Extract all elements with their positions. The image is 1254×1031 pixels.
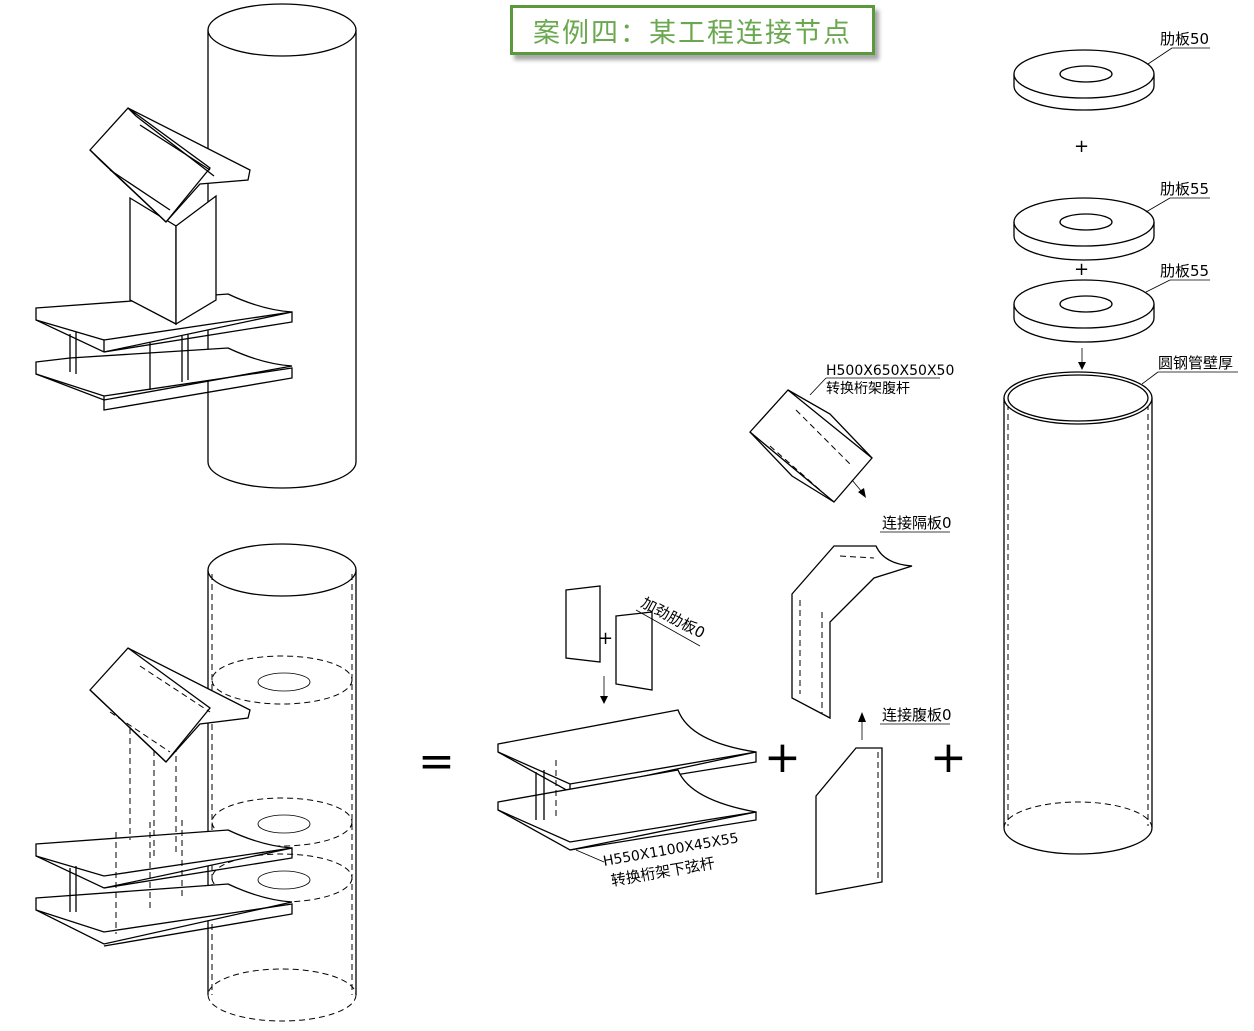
web-lines	[69, 332, 189, 390]
web-lines-2	[69, 866, 77, 912]
tube-top	[1003, 371, 1153, 425]
chord-web	[535, 770, 545, 820]
plus-sign-2: +	[930, 732, 967, 783]
label-rib-1: 肋板50	[1160, 30, 1209, 48]
web-leader	[809, 377, 827, 396]
rib-ring-3	[211, 853, 353, 903]
assembled-node-dashed	[35, 543, 357, 1022]
hidden-webs	[115, 820, 183, 934]
web-member-hidden	[769, 409, 851, 491]
upper-flange	[35, 293, 293, 353]
diagonal-web-member-2	[89, 647, 251, 763]
lower-flange-2	[35, 883, 293, 945]
web-plate-body	[815, 747, 883, 895]
rib-plate-3-hole	[1059, 295, 1113, 313]
plus-rib-1: +	[1074, 136, 1089, 157]
steel-tube-part: 圆钢管壁厚	[1003, 354, 1238, 855]
label-web-size: H500X650X50X50	[826, 363, 954, 379]
down-arrow-head	[600, 696, 608, 704]
rib1-leader	[1147, 47, 1173, 65]
diagram-title: 案例四：某工程连接节点	[533, 17, 852, 49]
tube-outline	[1003, 398, 1153, 828]
plus-rib-2: +	[1074, 259, 1089, 280]
hidden-vertical	[129, 728, 177, 856]
stiffener-plates: + 加劲肋板0	[565, 585, 708, 704]
column-bottom-ellipse	[207, 968, 357, 1022]
connect-diaphragm-part: 连接隔板0	[791, 514, 952, 720]
assembled-node-solid	[35, 3, 357, 489]
rib-hole-3	[257, 870, 311, 890]
equals-sign: =	[418, 736, 455, 787]
plus-sign-1: +	[764, 732, 801, 783]
upper-flange-2	[35, 829, 293, 889]
stiffener-leader	[635, 609, 701, 647]
column-body	[207, 30, 357, 489]
diaphragm-body	[791, 545, 913, 720]
upper-flange-thickness	[103, 311, 293, 353]
connect-web-part: 连接腹板0	[815, 706, 952, 895]
chord-bottom-flange-edge	[497, 809, 757, 851]
vertical-web-side	[175, 194, 217, 326]
column-top-ellipse	[207, 3, 357, 57]
diagonal-web-inner	[109, 124, 211, 211]
tube-arrow-head	[1078, 362, 1086, 370]
tube-inner-wall	[1007, 404, 1149, 826]
diagonal-hidden-2	[109, 665, 211, 753]
label-rib-2: 肋板55	[1160, 180, 1209, 198]
rib-plates-part: 肋板50 + 肋板55 + 肋板55	[1013, 30, 1210, 370]
web-member-part: H500X650X50X50 转换桁架腹杆	[749, 363, 954, 503]
lower-flange-thickness	[35, 367, 293, 411]
chord-top-flange	[497, 709, 757, 793]
rib3-leader	[1145, 279, 1171, 293]
column-outline	[207, 570, 357, 995]
diaphragm-hidden	[799, 555, 875, 714]
web-member-body	[749, 389, 873, 503]
rib-plate-1-hole	[1059, 65, 1113, 83]
stiffener-right	[615, 611, 653, 691]
bottom-chord-part: H550X1100X45X55 转换桁架下弦杆	[497, 709, 757, 890]
lower-flange-2-thickness	[35, 903, 293, 947]
label-web-name: 转换桁架腹杆	[826, 380, 910, 397]
tube-leader	[1141, 371, 1159, 385]
tube-bottom-front	[1003, 827, 1153, 855]
rib2-leader	[1145, 197, 1171, 213]
column-top-ellipse-2	[207, 543, 357, 597]
label-rib-3: 肋板55	[1160, 262, 1209, 280]
tube-top-inner	[1007, 374, 1149, 422]
web-member-edges	[749, 389, 873, 503]
chord-leader	[575, 849, 605, 863]
tube-bottom-back	[1003, 801, 1153, 829]
diagonal-web-edges-2	[89, 647, 211, 763]
diagonal-web-member	[89, 107, 251, 223]
label-tube-wall: 圆钢管壁厚	[1158, 354, 1233, 372]
upper-flange-2-thickness	[35, 847, 293, 889]
stiffener-left	[565, 585, 601, 663]
rib-hole-2	[257, 814, 311, 834]
plus-small: +	[598, 628, 613, 649]
rib-ring-2	[211, 797, 353, 847]
rib-hole-1	[257, 672, 311, 692]
label-diaphragm: 连接隔板0	[882, 514, 952, 532]
label-connect-web: 连接腹板0	[882, 706, 952, 724]
chord-bottom-flange	[497, 769, 757, 851]
title-box: 案例四：某工程连接节点	[510, 5, 875, 55]
rib-ring-1	[211, 655, 353, 705]
web-arrow-head	[858, 488, 866, 498]
column-inner-wall	[211, 574, 353, 995]
rib-plate-2-hole	[1059, 213, 1113, 231]
web-arrow-line	[851, 479, 863, 493]
up-arrow-head	[858, 712, 866, 722]
